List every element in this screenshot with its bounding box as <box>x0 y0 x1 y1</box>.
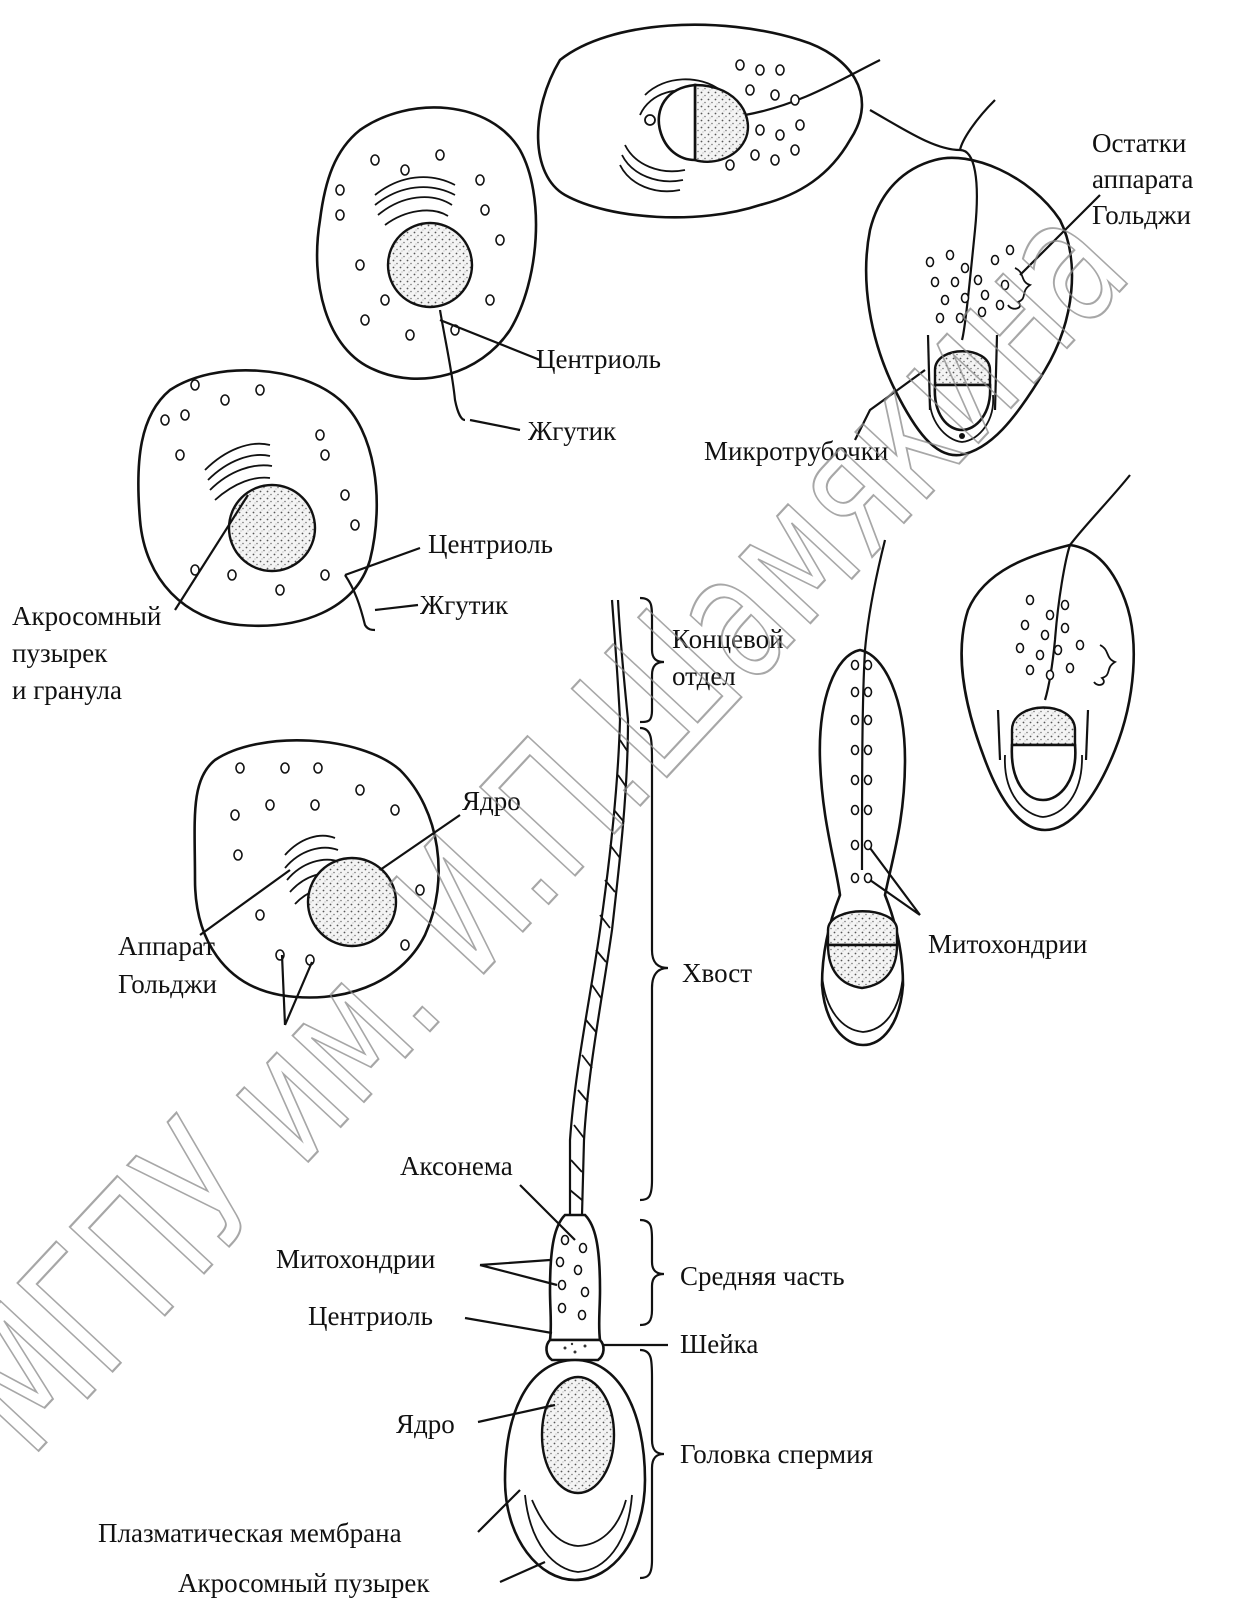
label-golgi-apparatus-2: Гольджи <box>118 969 217 999</box>
label-neck: Шейка <box>680 1329 758 1359</box>
label-acrosome-vesicle: Акросомный пузырек <box>178 1568 430 1598</box>
label-mitochondria-a: Митохондрии <box>928 929 1087 959</box>
label-golgi-remnants-3: Гольджи <box>1092 200 1191 230</box>
label-nucleus-b: Ядро <box>396 1409 455 1439</box>
label-mitochondria-b: Митохондрии <box>276 1244 435 1274</box>
label-acrosome-vesicle-granule-1: Акросомный <box>12 601 161 631</box>
label-golgi-remnants-2: аппарата <box>1092 164 1193 194</box>
label-plasma-membrane: Плазматическая мембрана <box>98 1518 402 1548</box>
label-sperm-head: Головка спермия <box>680 1439 873 1469</box>
label-centriole-b: Центриоль <box>428 529 553 559</box>
label-golgi-remnants-1: Остатки <box>1092 128 1186 158</box>
spermatid-cell-3 <box>138 370 376 630</box>
label-acrosome-vesicle-granule-3: и гранула <box>12 675 122 705</box>
label-tail: Хвост <box>682 958 752 988</box>
label-axoneme: Аксонема <box>400 1151 513 1181</box>
label-middle-piece: Средняя часть <box>680 1261 845 1291</box>
label-centriole-c: Центриоль <box>308 1301 433 1331</box>
label-golgi-apparatus-1: Аппарат <box>118 931 215 961</box>
label-centriole-a: Центриоль <box>536 344 661 374</box>
spermatid-cell-1 <box>538 25 880 218</box>
label-flagellum-a: Жгутик <box>528 416 617 446</box>
spermatid-cell-6 <box>962 475 1134 830</box>
label-acrosome-vesicle-granule-2: пузырек <box>12 638 108 668</box>
label-flagellum-b: Жгутик <box>420 590 509 620</box>
spermatid-cell-2 <box>317 107 536 420</box>
